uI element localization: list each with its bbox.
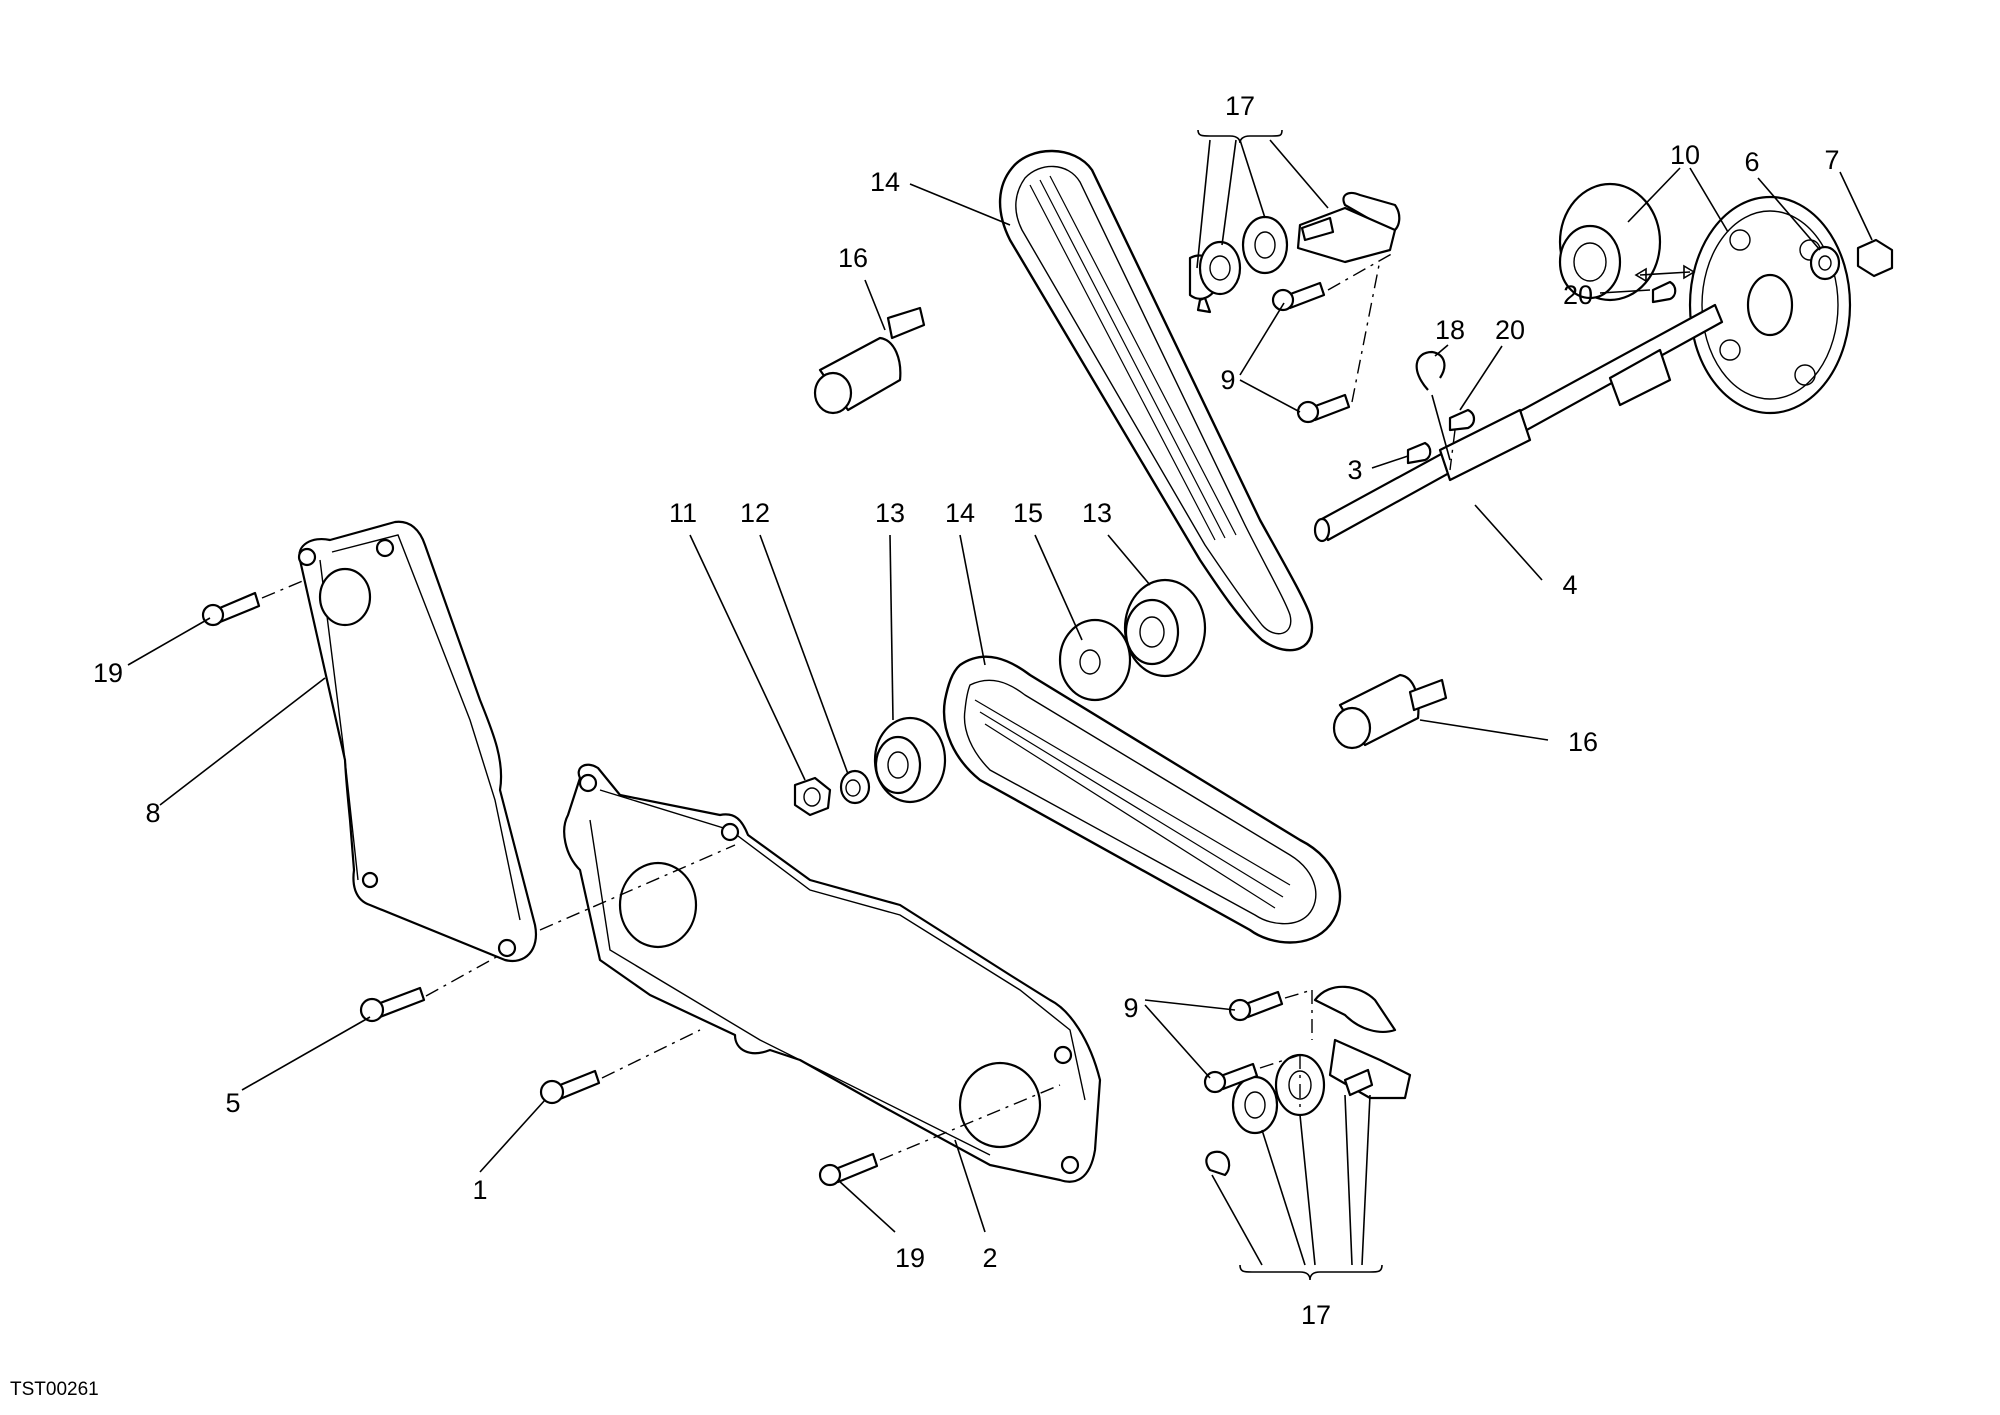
callout-18: 18 <box>1435 315 1465 345</box>
part-20-key-right <box>1448 408 1476 432</box>
callout-3: 3 <box>1347 455 1362 485</box>
callout-13-right: 13 <box>1082 498 1112 528</box>
part-12-washer <box>839 769 871 805</box>
part-10-small-gear <box>1558 182 1662 302</box>
part-19-screw-left <box>201 591 261 627</box>
part-20-key-left <box>1651 280 1677 304</box>
part-18-circlip <box>1415 350 1446 391</box>
alignment-lines <box>261 251 1456 1161</box>
callout-11: 11 <box>669 498 697 528</box>
callout-20-left: 20 <box>1563 280 1593 310</box>
part-1-screw <box>539 1069 601 1105</box>
callout-6: 6 <box>1744 147 1759 177</box>
callout-16-top: 16 <box>838 243 868 273</box>
part-17-tensioner-bottom <box>1205 985 1412 1177</box>
part-14-lower-timing-belt <box>942 655 1342 944</box>
callout-9-bottom: 9 <box>1123 993 1138 1023</box>
part-16-bushing-right <box>1332 673 1448 750</box>
part-10-large-gear <box>1688 195 1852 415</box>
callout-17-bottom: 17 <box>1301 1300 1331 1330</box>
callout-19-bottom: 19 <box>895 1243 925 1273</box>
callout-9-top: 9 <box>1220 365 1235 395</box>
part-9-bolts-bottom <box>1203 990 1284 1094</box>
callout-4: 4 <box>1562 570 1577 600</box>
callout-5: 5 <box>225 1088 240 1118</box>
part-5-screw <box>359 986 426 1023</box>
callout-12: 12 <box>740 498 770 528</box>
part-19-screw-bottom <box>818 1152 879 1187</box>
callout-16-right: 16 <box>1568 727 1598 757</box>
part-6-washer <box>1809 245 1841 281</box>
part-4-shaft <box>1313 303 1724 543</box>
callout-2: 2 <box>982 1243 997 1273</box>
callout-1: 1 <box>472 1175 487 1205</box>
part-2-front-belt-cover <box>563 763 1102 1183</box>
callout-8: 8 <box>145 798 160 828</box>
part-17-tensioner-top <box>1188 191 1401 314</box>
part-14-upper-timing-belt <box>998 149 1313 652</box>
callout-17-top: 17 <box>1225 91 1255 121</box>
part-8-rear-belt-cover <box>297 520 538 963</box>
callout-20-right: 20 <box>1495 315 1525 345</box>
part-9-bolts-top <box>1271 281 1351 424</box>
part-13-pulley-left <box>873 716 947 804</box>
drawing-code: TST00261 <box>10 1379 99 1400</box>
callout-10: 10 <box>1670 140 1700 170</box>
callout-15: 15 <box>1013 498 1043 528</box>
part-7-nut <box>1856 238 1894 278</box>
callout-14-mid: 14 <box>945 498 975 528</box>
part-3-key <box>1406 441 1432 465</box>
part-13-pulley-right <box>1123 578 1207 678</box>
callout-7: 7 <box>1824 145 1839 175</box>
part-15-washer <box>1058 618 1132 702</box>
callout-labels: 17 14 16 10 6 7 20 18 20 9 3 4 11 12 13 … <box>93 91 1840 1330</box>
callout-14-top: 14 <box>870 167 900 197</box>
callout-13-left: 13 <box>875 498 905 528</box>
part-16-bushing-top <box>813 306 926 415</box>
callout-19-left: 19 <box>93 658 123 688</box>
part-11-nut <box>793 776 832 817</box>
leader-lines <box>127 129 1873 1281</box>
